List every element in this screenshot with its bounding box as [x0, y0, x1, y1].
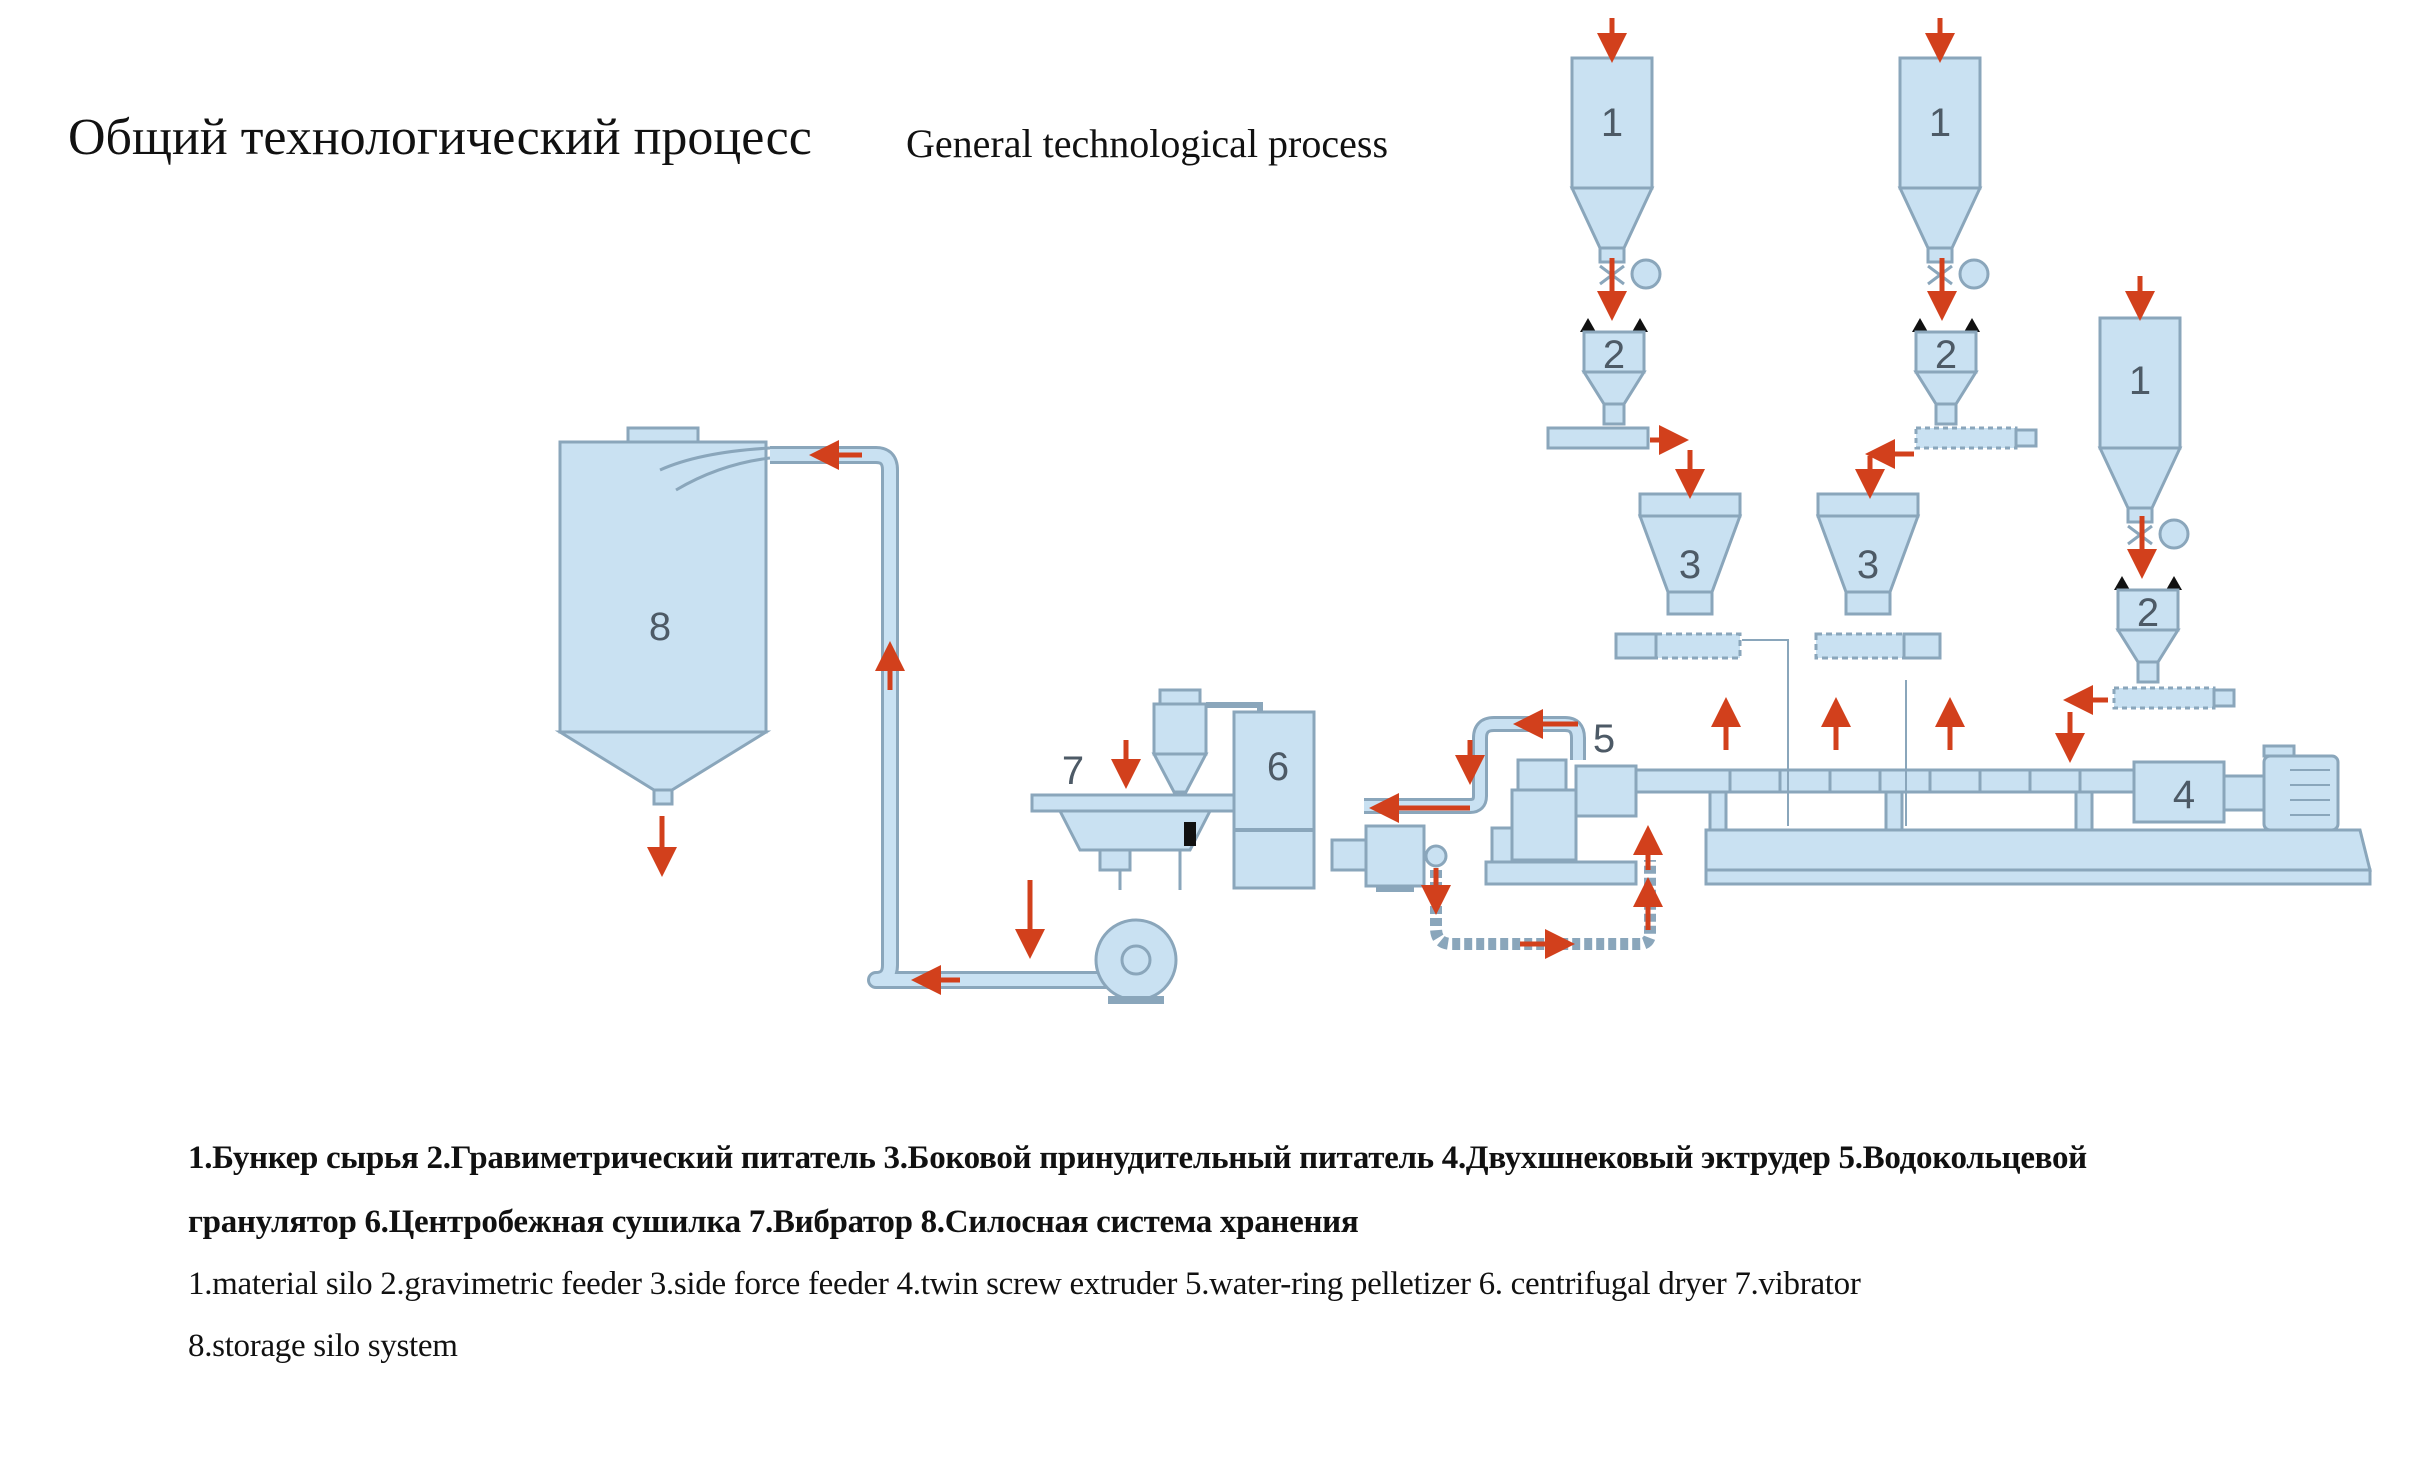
title-english: General technological process — [906, 121, 1389, 166]
label-1c: 1 — [2129, 359, 2151, 403]
storage-silo — [554, 426, 772, 806]
label-2c: 2 — [2137, 591, 2159, 635]
water-pump-loop — [1424, 844, 1656, 950]
vibrator — [1030, 793, 1244, 890]
label-7: 7 — [1062, 749, 1084, 793]
feeder-screws — [1546, 426, 2236, 710]
material-silo-1b — [1898, 56, 1990, 290]
conveying-pipe — [770, 446, 1110, 989]
label-3b: 3 — [1857, 543, 1879, 587]
label-8: 8 — [649, 605, 671, 649]
legend-russian-line-2: гранулятор 6.Центробежная сушилка 7.Вибр… — [188, 1204, 1359, 1240]
cyclone — [1151, 688, 1263, 794]
blower — [1094, 918, 1178, 1004]
twin-screw-extruder — [1634, 744, 2372, 886]
label-6: 6 — [1267, 745, 1289, 789]
legend-english-line-1: 1.material silo 2.gravimetric feeder 3.s… — [188, 1266, 1861, 1302]
label-3a: 3 — [1679, 543, 1701, 587]
label-1a: 1 — [1601, 101, 1623, 145]
title-russian: Общий технологический процесс — [68, 109, 812, 166]
label-5: 5 — [1593, 717, 1615, 761]
label-2b: 2 — [1935, 333, 1957, 377]
material-silo-1c — [2098, 316, 2190, 550]
material-silo-1a — [1570, 56, 1662, 290]
water-ring-pelletizer — [1484, 758, 1638, 886]
legend-english-line-2: 8.storage silo system — [188, 1328, 458, 1364]
extruder-barrel-segments — [1728, 770, 2082, 792]
flow-arrows — [647, 18, 2157, 995]
dryer-housing — [1232, 710, 1316, 890]
side-feeder-screws — [1614, 632, 1942, 660]
label-1b: 1 — [1929, 101, 1951, 145]
legend-russian-line-1: 1.Бункер сырья 2.Гравиметрический питате… — [188, 1140, 2087, 1176]
label-2a: 2 — [1603, 333, 1625, 377]
dryer-motor — [1330, 824, 1426, 892]
label-4: 4 — [2173, 773, 2195, 817]
